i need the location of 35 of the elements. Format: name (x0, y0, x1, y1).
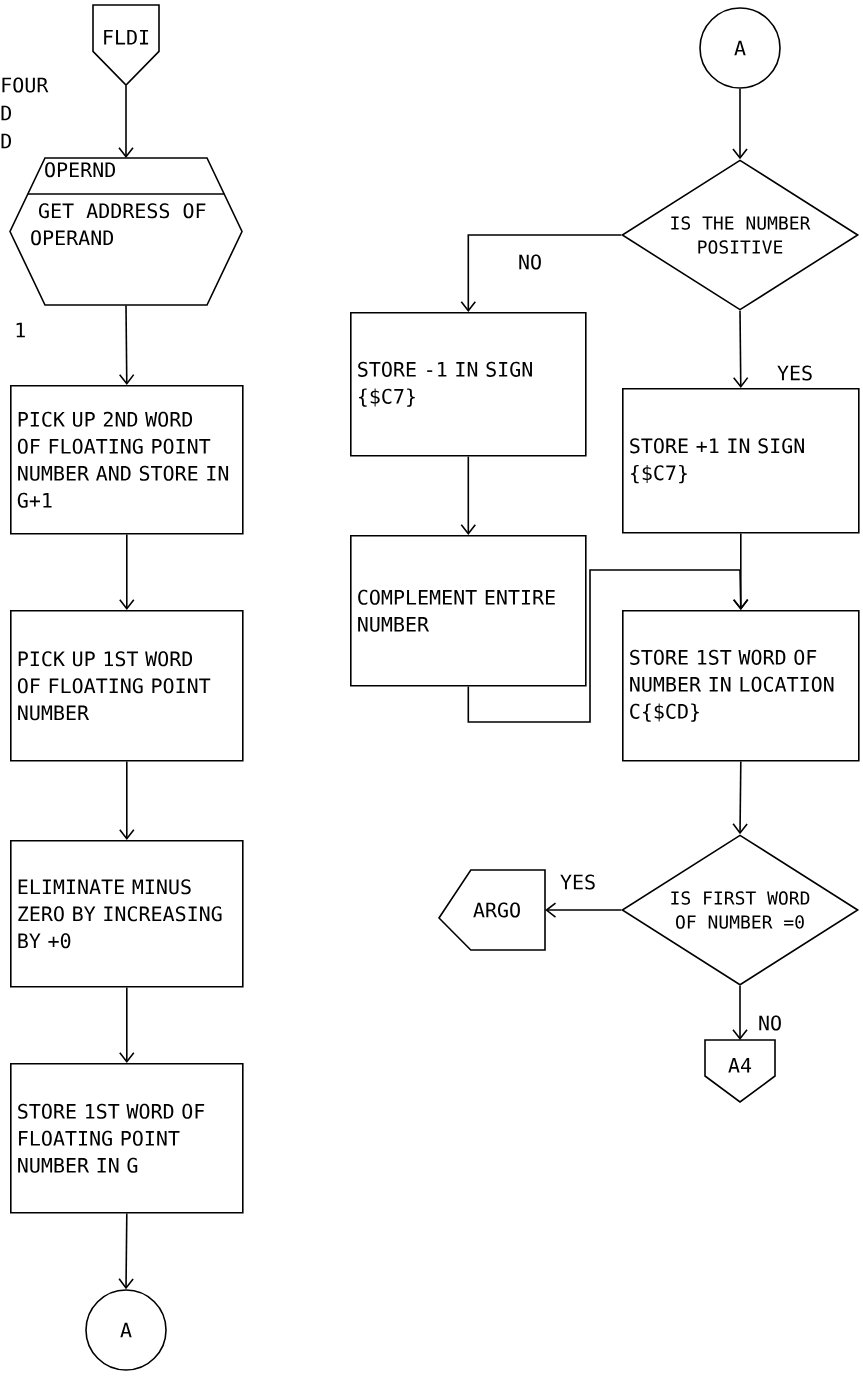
process-box: ELIMINATE MINUS ZERO BY INCREASING BY +0 (10, 840, 244, 988)
arrow (732, 310, 749, 388)
note-text: 1 (16, 322, 25, 338)
arrow (118, 84, 134, 158)
process-box: PICK UP 1ST WORD OF FLOATING POINT NUMBER (10, 610, 244, 762)
arrow (118, 1212, 134, 1290)
edge-label: NO (755, 1013, 785, 1033)
process-box: STORE 1ST WORD OF NUMBER IN LOCATION C{$CD} (622, 610, 860, 762)
offpage-connector: A4 (704, 1039, 776, 1103)
arrow (732, 88, 748, 160)
edge-label: YES (557, 872, 599, 892)
arrow (467, 569, 749, 723)
arrow (119, 533, 135, 610)
arrow (732, 760, 748, 835)
note-text: D (1, 133, 11, 149)
arrow (460, 234, 622, 312)
edge-label: YES (774, 363, 816, 383)
process-box: COMPLEMENT ENTIRE NUMBER (350, 535, 587, 687)
process-box: STORE 1ST WORD OF FLOATING POINT NUMBER IN G (10, 1063, 244, 1214)
offpage-connector: FLDI (92, 4, 160, 87)
arrow (732, 985, 748, 1040)
arrow (733, 532, 749, 610)
arrow (118, 304, 135, 385)
arrow (460, 455, 477, 535)
arrow (119, 986, 135, 1063)
arrow (545, 902, 622, 918)
preparation-hexagon: OPERND GET ADDRESS OF OPERAND (9, 157, 243, 306)
offpage-connector: ARGO (438, 869, 546, 951)
process-box: PICK UP 2ND WORD OF FLOATING POINT NUMBER AND STORE IN G+1 (10, 385, 244, 535)
arrow (119, 760, 135, 840)
note-text: D (1, 105, 11, 121)
process-box: STORE -1 IN SIGN {$C7} (350, 312, 587, 457)
process-box: STORE +1 IN SIGN {$C7} (622, 388, 860, 534)
edge-label: NO (515, 252, 545, 272)
note-text: FOUR (2, 77, 49, 93)
